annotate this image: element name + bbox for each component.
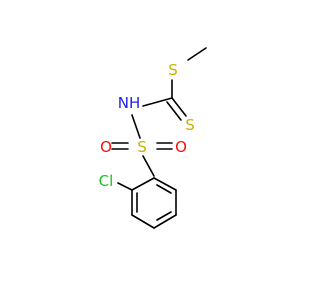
bond-c-n [142, 97, 173, 107]
bond-n-s [131, 114, 141, 139]
bond-s-ring [142, 155, 155, 177]
nh-label: NH [118, 94, 141, 112]
oxygen-right-label: O [175, 138, 187, 156]
ring-bond-cd [153, 214, 177, 229]
bond-c-s-double-1 [171, 97, 187, 117]
ring-bond-ab [153, 177, 177, 191]
bond-ring-cl [117, 182, 133, 191]
structure-diagram: S S NH S O O Cl [99, 47, 207, 229]
sulfur-thioether-label: S [168, 61, 178, 79]
ring-bond-de [131, 214, 155, 229]
chlorine-label: Cl [99, 172, 114, 190]
bond-c-s-double-2 [166, 101, 182, 121]
sulfur-thione-label: S [185, 116, 195, 134]
ring-inner-2 [156, 211, 172, 221]
sulfur-sulfonyl-label: S [137, 138, 147, 156]
molecule-canvas: S S NH S O O Cl [99, 47, 207, 229]
ring-bond-fa [131, 177, 155, 191]
oxygen-left-label: O [100, 138, 112, 156]
ring-inner-1 [156, 184, 172, 194]
bond-methyl-s [187, 47, 207, 61]
